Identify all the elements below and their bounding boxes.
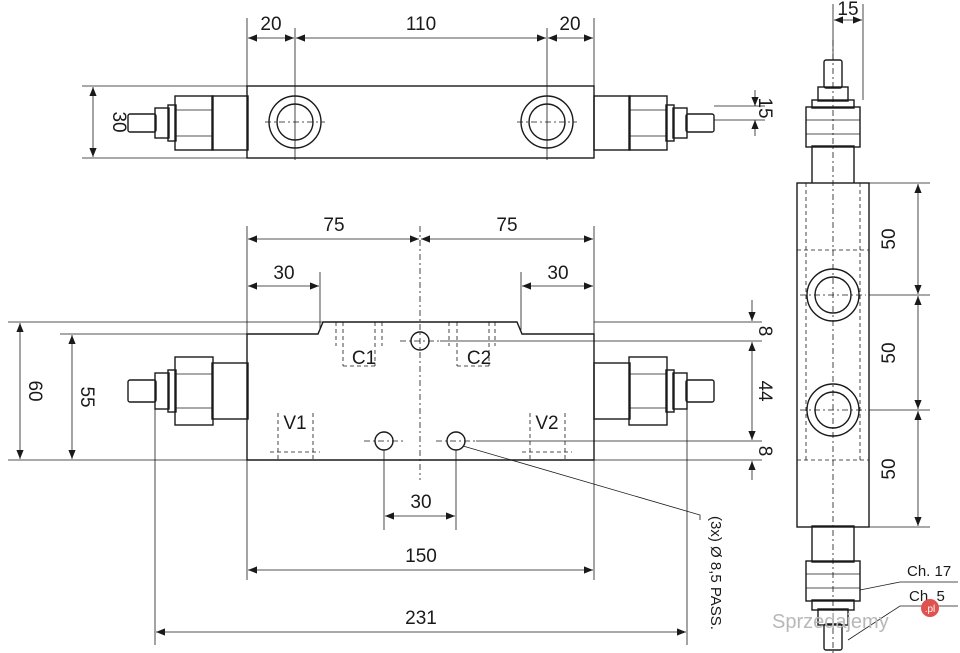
label-c1: C1 — [352, 348, 376, 369]
dim-side-15: 15 — [837, 0, 858, 20]
dim-width-231: 231 — [405, 608, 437, 629]
watermark: Sprzedajemy .pl — [772, 599, 939, 633]
dim-front-height-55: 55 — [76, 386, 97, 407]
labels: 20 110 20 30 15 75 75 30 30 60 55 8 44 8… — [24, 0, 951, 630]
wrench-size-5: Ch. 5 — [909, 588, 945, 605]
port-v2-hidden — [522, 413, 572, 461]
watermark-suffix: .pl — [925, 604, 936, 615]
label-v2: V2 — [535, 413, 558, 434]
port-v1-hidden — [270, 413, 320, 461]
side-view — [796, 4, 958, 653]
watermark-badge — [921, 599, 939, 617]
label-v1: V1 — [283, 413, 306, 434]
dim-side-50-a: 50 — [879, 228, 900, 249]
top-right-valve — [593, 95, 715, 151]
dim-width-150: 150 — [405, 546, 437, 567]
watermark-text: Sprzedajemy — [772, 611, 889, 633]
front-view — [8, 226, 762, 645]
dim-front-44: 44 — [754, 380, 775, 402]
dim-front-75-right: 75 — [496, 215, 517, 236]
dim-front-75-left: 75 — [323, 215, 344, 236]
label-c2: C2 — [467, 348, 491, 369]
front-left-valve — [127, 356, 249, 426]
front-view-body — [246, 321, 595, 461]
front-right-valve — [593, 356, 715, 426]
dim-front-8-bottom: 8 — [754, 446, 775, 457]
dim-front-8-top: 8 — [754, 326, 775, 337]
port-c2-hidden — [448, 322, 496, 367]
dim-side-50-b: 50 — [879, 342, 900, 363]
dim-side-50-c: 50 — [879, 458, 900, 479]
dim-hole-spacing-30: 30 — [410, 492, 431, 513]
top-left-valve — [127, 95, 249, 151]
dim-top-port-15: 15 — [754, 97, 775, 118]
dim-front-30-left: 30 — [273, 263, 294, 284]
dim-front-30-right: 30 — [547, 263, 568, 284]
wrench-size-17: Ch. 17 — [907, 563, 951, 580]
dim-front-height-60: 60 — [24, 380, 45, 401]
dim-top-right-20: 20 — [559, 14, 580, 35]
top-view — [82, 18, 765, 160]
dim-top-left-20: 20 — [260, 14, 281, 35]
port-c1-hidden — [335, 322, 383, 367]
dim-top-height-30: 30 — [108, 111, 129, 132]
dim-top-110: 110 — [406, 14, 436, 35]
hole-note: (3x) Ø 8,5 PASS. — [707, 516, 724, 630]
